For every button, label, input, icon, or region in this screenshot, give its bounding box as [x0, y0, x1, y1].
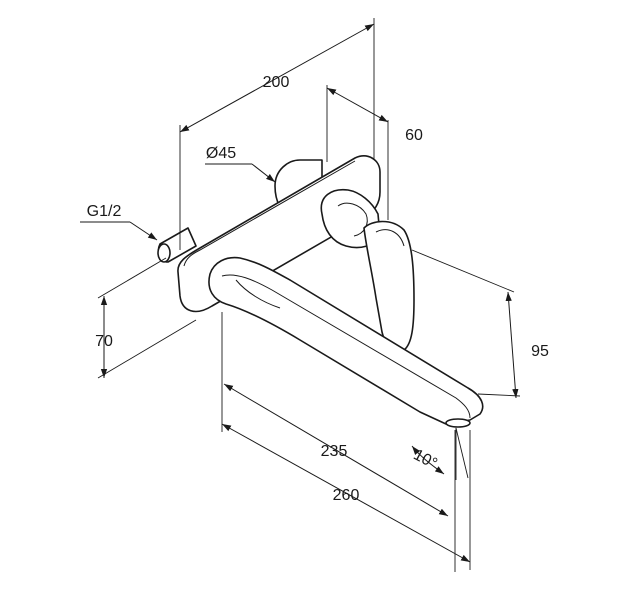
dimension-235-label: 235: [321, 443, 348, 460]
wall-plate-edge: [183, 160, 356, 267]
lever-handle: [363, 220, 415, 353]
dimension-95: 95: [411, 249, 549, 399]
dimension-angle-label: 10°: [411, 446, 440, 472]
dimension-200-label: 200: [263, 74, 290, 91]
dimension-60-label: 60: [405, 127, 423, 144]
dimension-260-label: 260: [333, 487, 360, 504]
handle-hub-ring: [337, 202, 368, 237]
dimension-thread-label: G1/2: [87, 203, 122, 220]
dimension-95-label: 95: [531, 343, 549, 360]
dimension-diameter-label: Ø45: [206, 145, 236, 162]
dimension-70-label: 70: [95, 333, 113, 350]
spout-aerator: [445, 418, 471, 428]
dimension-60: 60: [326, 85, 423, 220]
dimension-angle: 10°: [411, 427, 469, 480]
spout-top-edge: [221, 274, 471, 419]
dimension-260: 260: [221, 423, 471, 570]
lever-handle-face: [375, 229, 405, 247]
faucet-body: [157, 155, 484, 428]
connector-pipe-end: [157, 243, 171, 263]
spout-inner-curve: [235, 279, 281, 309]
dimension-70: 70: [95, 257, 197, 379]
spout: [208, 256, 484, 425]
dimension-diameter: Ø45: [205, 145, 276, 183]
dimension-thread: G1/2: [80, 203, 158, 241]
